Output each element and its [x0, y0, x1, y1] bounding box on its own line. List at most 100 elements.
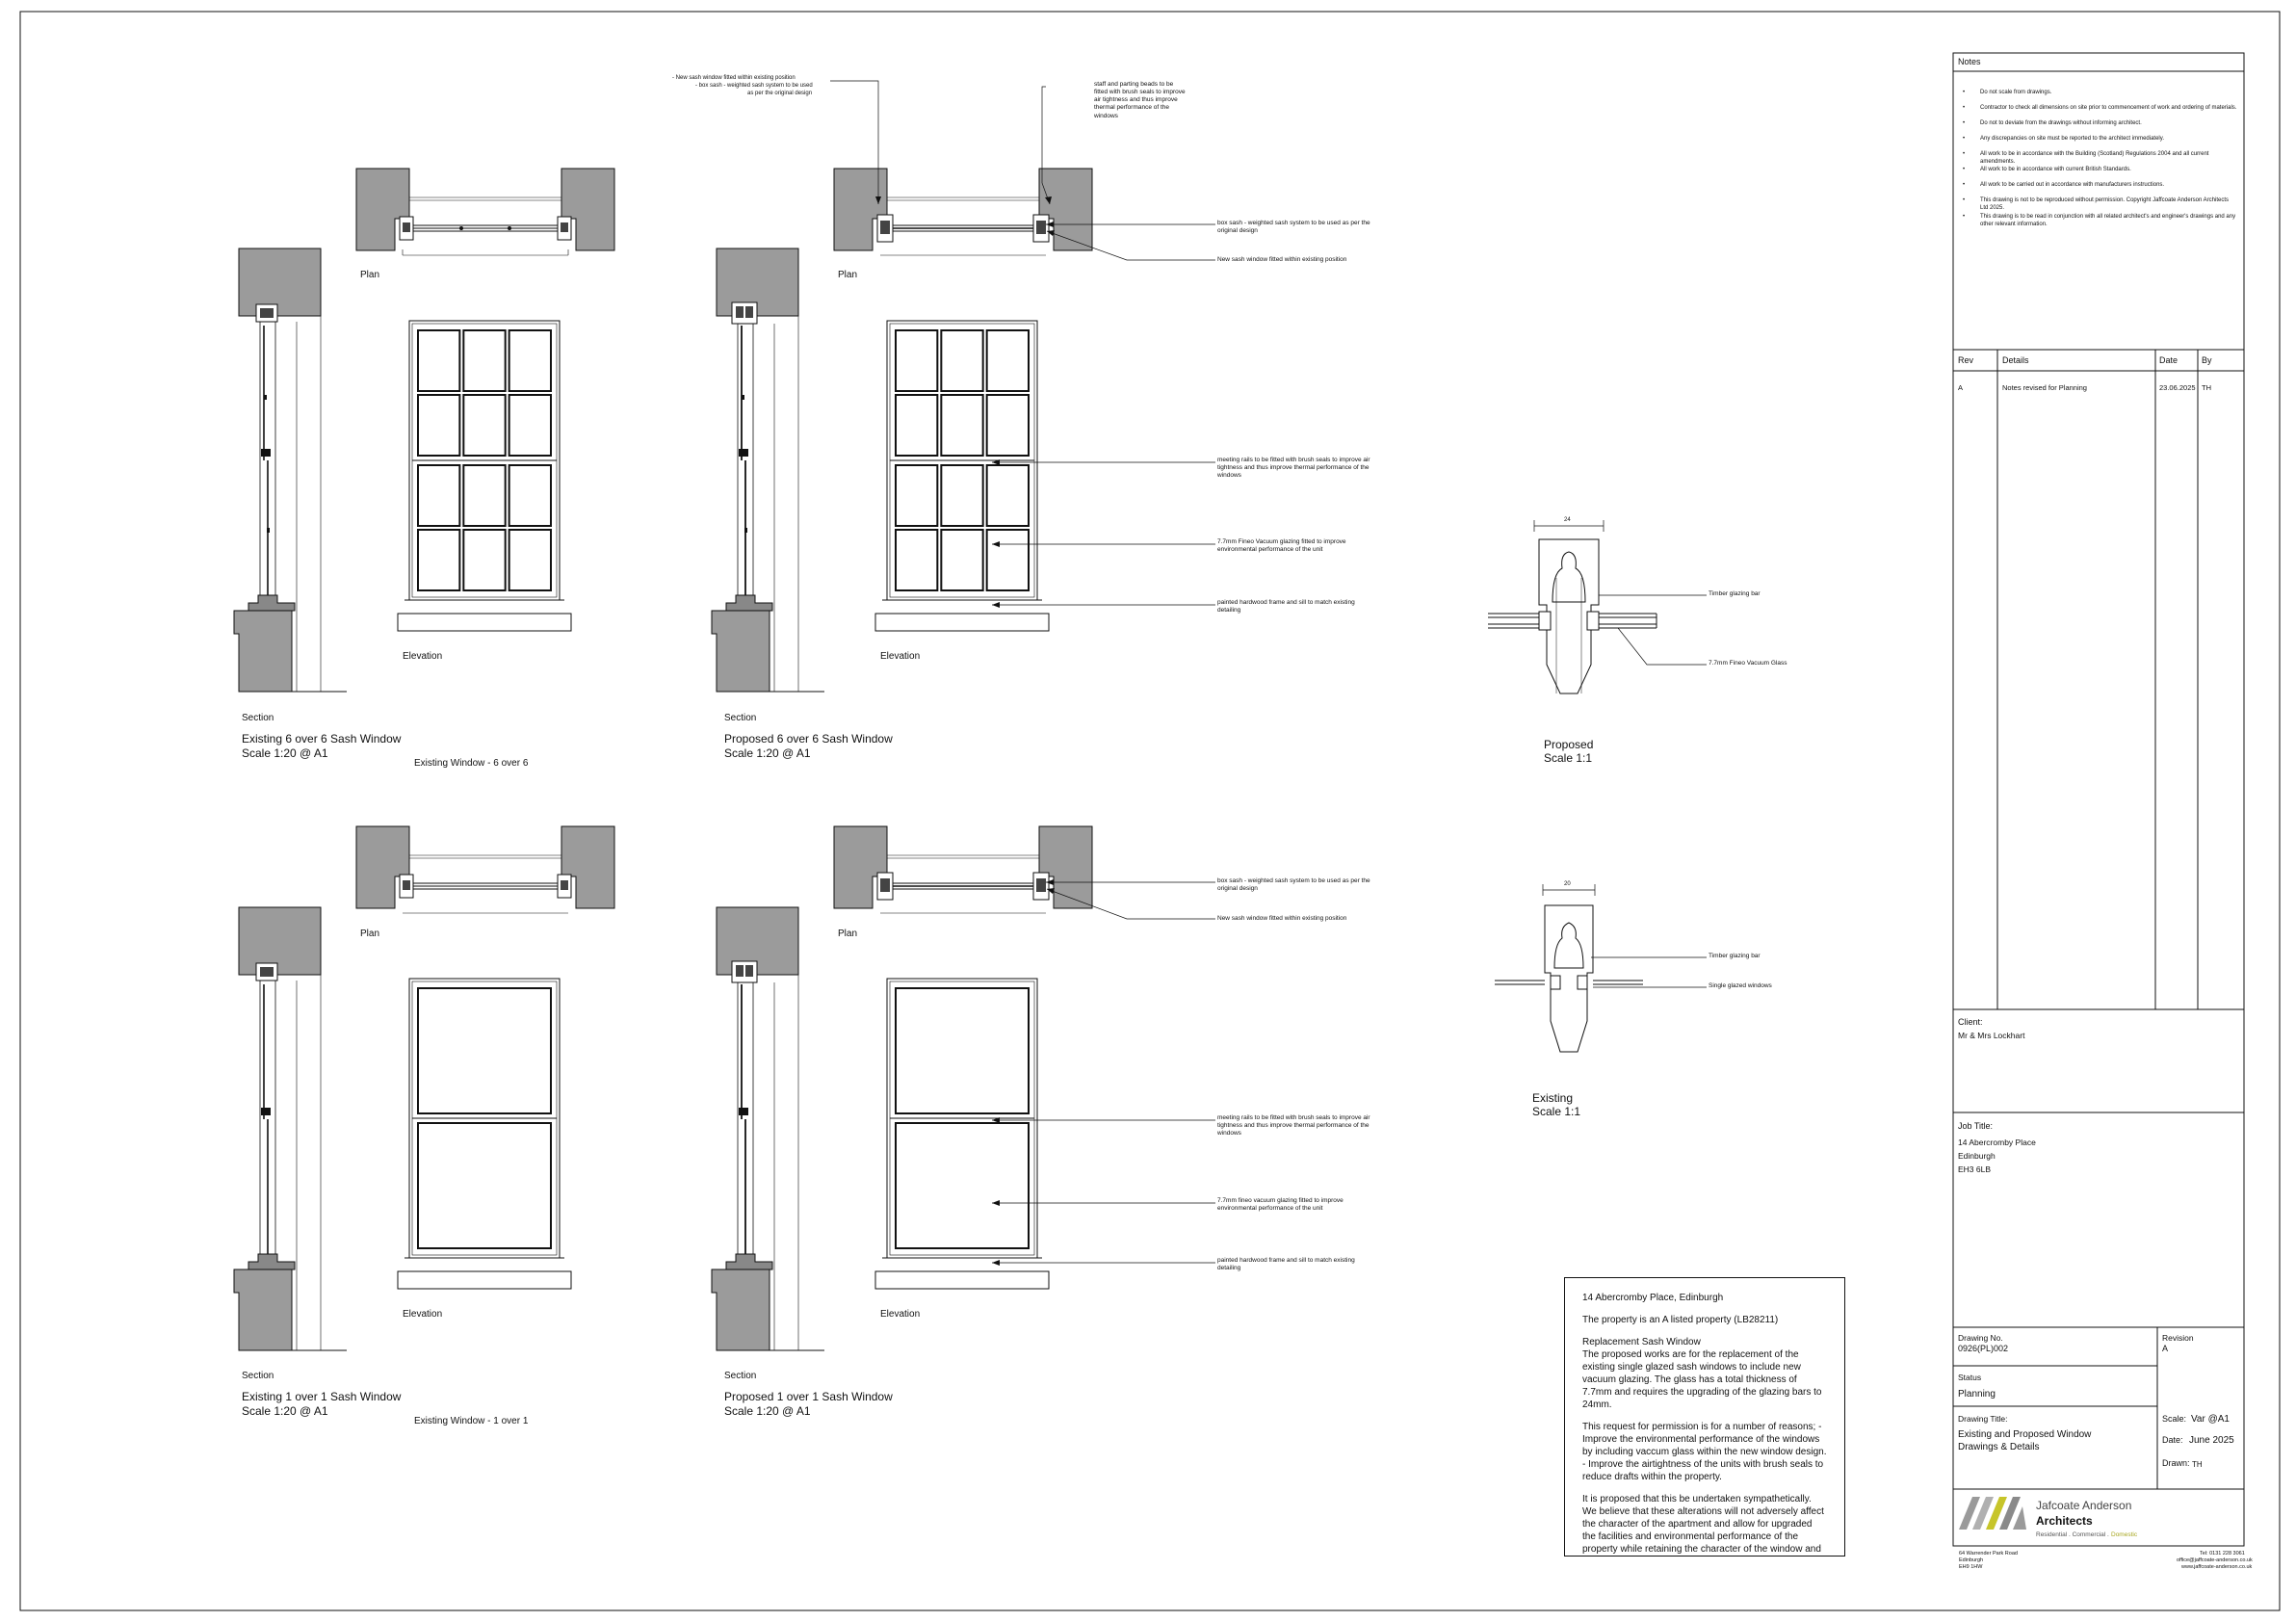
plan-label: Plan	[360, 929, 380, 939]
view-scale: Scale 1:20 @ A1	[242, 746, 328, 760]
annotation: New sash window fitted within existing p…	[1217, 915, 1347, 922]
firm-tagline: Residential . Commercial .	[2036, 1531, 2109, 1538]
plan-view	[355, 168, 615, 256]
note-item: Do not scale from drawings.	[1980, 90, 2052, 95]
window-pane	[985, 464, 1030, 527]
detail-scale: Scale 1:1	[1532, 1105, 1581, 1118]
note-item: All work to be in accordance with the Bu…	[1980, 151, 2209, 166]
note-bullet: •	[1963, 197, 1966, 203]
detail-scale: Scale 1:1	[1544, 751, 1593, 765]
job-address: 14 Abercromby Place	[1958, 1138, 2036, 1147]
firm-name: Architects	[2036, 1514, 2093, 1528]
window-pane	[508, 529, 552, 591]
revision-rev: A	[1958, 383, 1964, 392]
title-block-frame	[1952, 52, 2245, 1547]
section-label: Section	[724, 713, 757, 723]
window-pane	[940, 394, 984, 457]
status-label: Status	[1958, 1373, 1982, 1382]
view-subtitle: Existing Window - 6 over 6	[414, 758, 529, 769]
window-pane	[985, 394, 1030, 457]
view-title: Proposed 1 over 1 Sash Window	[724, 1390, 893, 1403]
firm-tel: Tel: 0131 228 3061	[2200, 1551, 2245, 1557]
note-item: Any discrepancies on site must be report…	[1980, 136, 2164, 142]
window-pane	[417, 329, 461, 392]
annotation: box sash - weighted sash system to be us…	[1217, 220, 1370, 235]
note-item: All work to be carried out in accordance…	[1980, 182, 2165, 188]
client-name: Mr & Mrs Lockhart	[1958, 1031, 2025, 1040]
revision-date: 23.06.2025	[2159, 383, 2196, 392]
firm-name: Jafcoate Anderson	[2036, 1499, 2132, 1512]
drawn-value: TH	[2192, 1460, 2203, 1469]
scale-value: Var @A1	[2191, 1414, 2230, 1425]
annotation: 7.7mm Fineo Vacuum glazing fitted to imp…	[1217, 538, 1346, 554]
date-header: Date	[2159, 355, 2179, 365]
annotation: New sash window fitted within existing p…	[1217, 256, 1347, 263]
elevation-label: Elevation	[880, 651, 921, 662]
firm-logo	[1959, 1497, 2026, 1530]
by-header: By	[2202, 355, 2212, 365]
sheet-border	[19, 11, 2281, 1611]
client-label: Client:	[1958, 1017, 1983, 1027]
note-bullet: •	[1963, 120, 1966, 126]
unit-existing-1over1	[233, 825, 615, 1351]
revision-value: A	[2162, 1344, 2169, 1353]
firm-web: www.jaffcoate-anderson.co.uk	[2181, 1564, 2253, 1570]
section-label: Section	[242, 713, 274, 723]
detail-existing	[1495, 884, 1707, 1053]
drawing-title: Existing and Proposed Window	[1958, 1429, 2092, 1440]
window-pane	[940, 329, 984, 392]
statement-paragraph: It is proposed that this be undertaken s…	[1582, 1494, 1824, 1555]
statement-paragraph: The proposed works are for the replaceme…	[1582, 1349, 1822, 1410]
annotation: painted hardwood frame and sill to match…	[1217, 1257, 1355, 1272]
scale-label: Scale:	[2162, 1414, 2187, 1424]
note-bullet: •	[1963, 167, 1966, 172]
window-pane	[417, 464, 461, 527]
annotation: - New sash window fitted within existing…	[672, 75, 796, 81]
drawing-title: Drawings & Details	[1958, 1442, 2040, 1452]
annotation: 7.7mm fineo vacuum glazing fitted to imp…	[1217, 1197, 1344, 1213]
window-pane	[508, 394, 552, 457]
unit-proposed-6over6	[711, 80, 1215, 693]
note-bullet: •	[1963, 105, 1966, 111]
window-pane	[985, 529, 1030, 591]
note-item: Contractor to check all dimensions on si…	[1980, 105, 2237, 111]
drawing-no-label: Drawing No.	[1958, 1333, 2003, 1343]
date-value: June 2025	[2189, 1435, 2234, 1446]
firm-tagline-accent: Domestic	[2111, 1531, 2138, 1538]
annotation: painted hardwood frame and sill to match…	[1217, 599, 1355, 615]
plan-label: Plan	[838, 270, 858, 280]
drawing-no: 0926(PL)002	[1958, 1344, 2009, 1353]
view-scale: Scale 1:20 @ A1	[724, 746, 811, 760]
section-view	[233, 248, 347, 693]
window-pane	[895, 394, 939, 457]
window-pane	[417, 394, 461, 457]
window-pane	[895, 529, 939, 591]
detail-title: Proposed	[1544, 738, 1594, 751]
dimension: 20	[1564, 881, 1571, 887]
drawn-label: Drawn:	[2162, 1458, 2190, 1468]
statement-paragraph: The property is an A listed property (LB…	[1582, 1315, 1779, 1325]
revision-by: TH	[2202, 383, 2211, 392]
revision-label: Revision	[2162, 1333, 2194, 1343]
detail-proposed	[1488, 520, 1707, 694]
elevation-label: Elevation	[403, 1309, 443, 1320]
job-label: Job Title:	[1958, 1121, 1994, 1131]
revision-details: Notes revised for Planning	[2002, 383, 2087, 392]
window-pane	[417, 529, 461, 591]
view-title: Existing 6 over 6 Sash Window	[242, 732, 402, 746]
note-item: Do not to deviate from the drawings with…	[1980, 120, 2142, 126]
firm-address: EH9 1HW	[1959, 1564, 1983, 1570]
annotation: meeting rails to be fitted with brush se…	[1217, 457, 1370, 480]
window-pane	[462, 464, 507, 527]
elevation-label: Elevation	[880, 1309, 921, 1320]
firm-address: Edinburgh	[1959, 1557, 1984, 1563]
statement-subheading: Replacement Sash Window	[1582, 1337, 1701, 1347]
rev-header: Rev	[1958, 355, 1974, 365]
elevation-view	[397, 320, 572, 632]
view-title: Existing 1 over 1 Sash Window	[242, 1390, 402, 1403]
statement-heading: 14 Abercromby Place, Edinburgh	[1582, 1293, 1724, 1303]
note-bullet: •	[1963, 90, 1966, 95]
note-bullet: •	[1963, 214, 1966, 220]
annotation: box sash - weighted sash system to be us…	[1217, 877, 1370, 893]
